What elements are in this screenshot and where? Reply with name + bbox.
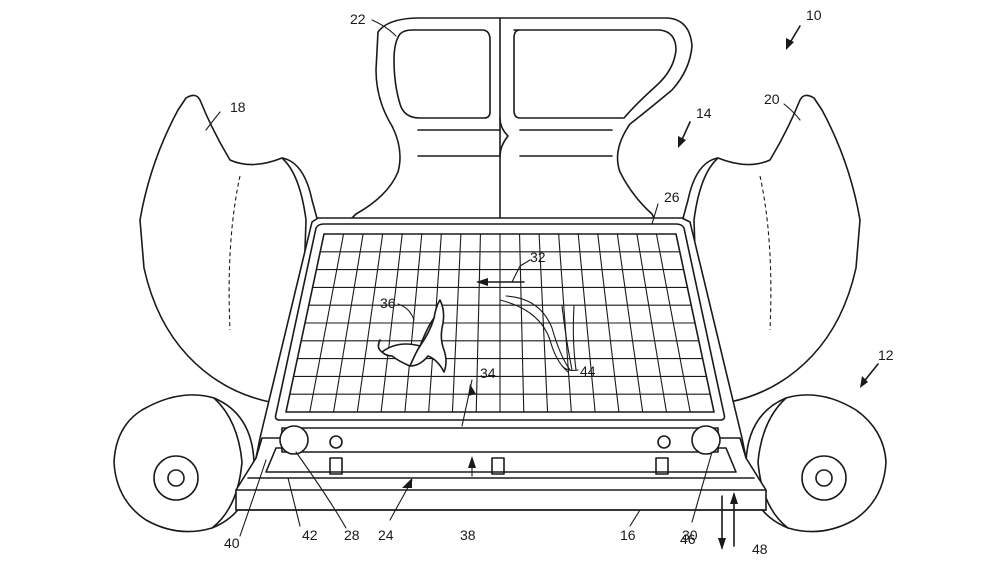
label-34: 34	[480, 365, 496, 381]
grid-mat	[274, 223, 726, 421]
label-30: 30	[682, 527, 698, 543]
reference-numerals: 10 12 14 16 18 20 22 24 26 28 30 32 34 3…	[224, 7, 894, 557]
leader-lines	[205, 19, 879, 537]
label-18: 18	[230, 99, 246, 115]
label-20: 20	[764, 91, 780, 107]
label-12: 12	[878, 347, 894, 363]
label-40: 40	[224, 535, 240, 551]
motion-arrows	[718, 492, 738, 550]
label-38: 38	[460, 527, 476, 543]
sensor-lines	[499, 295, 577, 373]
label-26: 26	[664, 189, 680, 205]
label-22: 22	[350, 11, 366, 27]
left-wheel	[113, 394, 255, 533]
label-32: 32	[530, 249, 546, 265]
label-42: 42	[302, 527, 318, 543]
label-10: 10	[806, 7, 822, 23]
label-24: 24	[378, 527, 394, 543]
label-28: 28	[344, 527, 360, 543]
label-44: 44	[580, 363, 596, 379]
frame-rails	[247, 437, 755, 479]
label-16: 16	[620, 527, 636, 543]
banana-peel-debris	[377, 299, 447, 373]
roller-tube	[279, 425, 721, 455]
label-46: 46	[680, 531, 696, 547]
label-48: 48	[752, 541, 768, 557]
arrow-32	[476, 259, 531, 286]
label-36: 36	[380, 295, 396, 311]
rear-seat-back	[347, 17, 693, 229]
label-14: 14	[696, 105, 712, 121]
right-wheel	[745, 394, 887, 533]
